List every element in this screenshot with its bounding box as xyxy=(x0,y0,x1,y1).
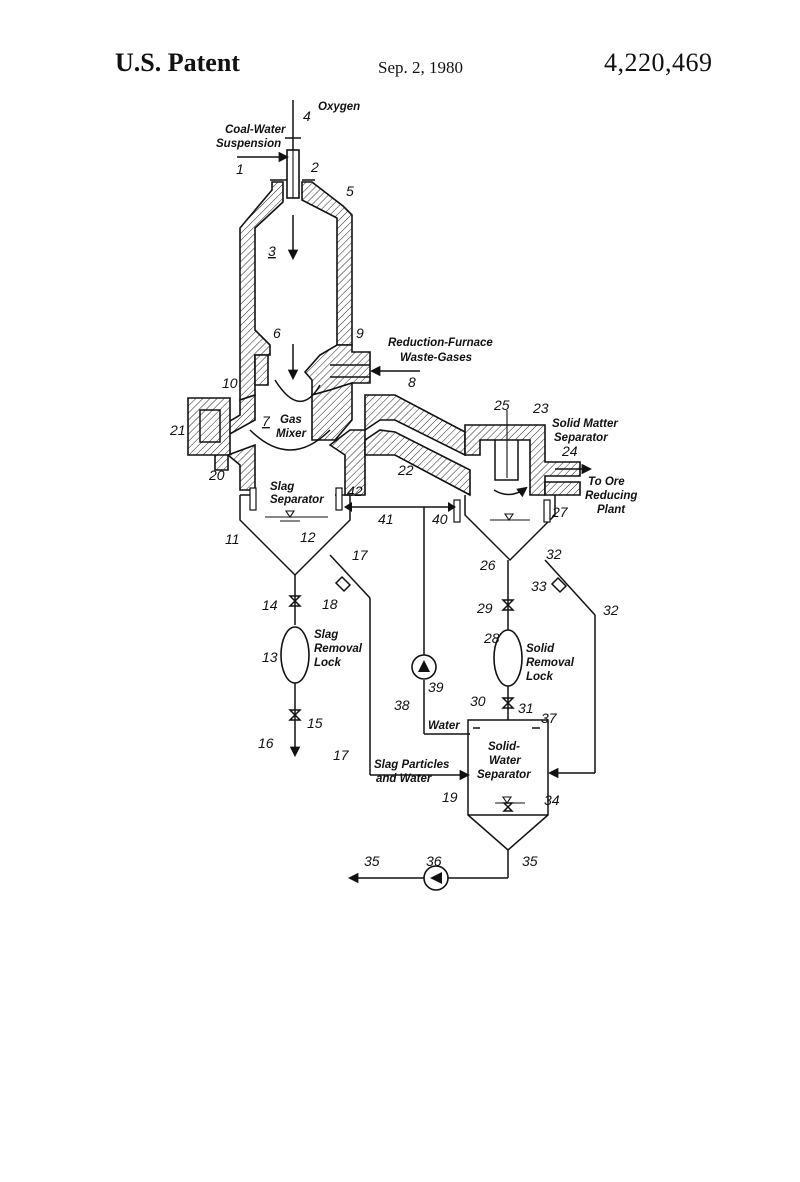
label-to-ore-1: To Ore xyxy=(588,476,625,488)
label-sw-sep-3: Separator xyxy=(477,769,531,781)
ref-16: 16 xyxy=(258,735,274,751)
label-slag-sep-2: Separator xyxy=(270,494,324,506)
ref-20: 20 xyxy=(208,467,225,483)
ref-41: 41 xyxy=(378,511,394,527)
ref-35-right: 35 xyxy=(522,853,538,869)
ref-33: 33 xyxy=(531,578,547,594)
ref-14: 14 xyxy=(262,597,278,613)
ref-1: 1 xyxy=(236,161,244,177)
solid-water-separator xyxy=(347,719,549,884)
ref-21: 21 xyxy=(169,422,186,438)
label-slag-lock-2: Removal xyxy=(314,643,363,655)
ref-39: 39 xyxy=(428,679,444,695)
pump-36 xyxy=(423,865,449,891)
ref-37: 37 xyxy=(541,710,558,726)
label-slag-particles-2: and Water xyxy=(376,773,432,785)
ref-28: 28 xyxy=(483,630,500,646)
ref-38: 38 xyxy=(394,697,410,713)
gasifier-reactor xyxy=(239,179,371,402)
ref-22: 22 xyxy=(397,462,414,478)
ref-35-left: 35 xyxy=(364,853,380,869)
label-solid-lock-1: Solid xyxy=(526,643,555,655)
ref-25: 25 xyxy=(493,397,510,413)
gas-mixer xyxy=(187,379,366,496)
ref-9: 9 xyxy=(356,325,364,341)
ref-40: 40 xyxy=(432,511,448,527)
label-solid-lock-3: Lock xyxy=(526,671,553,683)
ref-32-top: 32 xyxy=(546,546,562,562)
label-solid-matter-1: Solid Matter xyxy=(552,418,618,430)
patent-number: 4,220,469 xyxy=(604,48,713,77)
solid-matter-separator xyxy=(453,410,593,562)
ref-7: 7 xyxy=(262,413,271,429)
line-32 xyxy=(544,559,596,779)
ref-17-bottom: 17 xyxy=(333,747,350,763)
label-solid-matter-2: Separator xyxy=(554,432,608,444)
pump-39 xyxy=(411,654,437,680)
header-date: Sep. 2, 1980 xyxy=(378,58,463,77)
ref-23: 23 xyxy=(532,400,549,416)
duct-22 xyxy=(364,394,471,497)
label-reduction-2: Waste-Gases xyxy=(400,352,472,364)
label-solid-lock-2: Removal xyxy=(526,657,575,669)
label-gas-mixer-1: Gas xyxy=(280,414,302,426)
label-coal-water-1: Coal-Water xyxy=(225,124,286,136)
ref-6: 6 xyxy=(273,325,281,341)
ref-26: 26 xyxy=(479,557,496,573)
ref-2: 2 xyxy=(310,159,319,175)
water-line xyxy=(344,502,470,735)
label-reduction-1: Reduction-Furnace xyxy=(388,337,493,349)
label-coal-water-2: Suspension xyxy=(216,138,281,150)
ref-3: 3 xyxy=(268,243,276,259)
label-slag-particles-1: Slag Particles xyxy=(374,759,449,771)
slag-particles-line xyxy=(329,554,471,781)
ref-4: 4 xyxy=(303,108,311,124)
label-to-ore-3: Plant xyxy=(597,504,626,516)
ref-19: 19 xyxy=(442,789,458,805)
ref-29: 29 xyxy=(476,600,493,616)
label-slag-lock-1: Slag xyxy=(314,629,338,641)
ref-34: 34 xyxy=(544,792,560,808)
ref-31: 31 xyxy=(518,700,534,716)
header-title: U.S. Patent xyxy=(115,48,240,77)
ref-17-top: 17 xyxy=(352,547,369,563)
solid-removal-line xyxy=(493,560,523,720)
label-oxygen: Oxygen xyxy=(318,101,360,113)
slag-removal-line xyxy=(280,575,310,758)
burner xyxy=(237,100,301,381)
ref-5: 5 xyxy=(346,183,354,199)
ref-32-bottom: 32 xyxy=(603,602,619,618)
ref-15: 15 xyxy=(307,715,323,731)
ref-36: 36 xyxy=(426,853,442,869)
ref-27: 27 xyxy=(551,504,569,520)
label-to-ore-2: Reducing xyxy=(585,490,637,502)
ref-10: 10 xyxy=(222,375,238,391)
ref-18: 18 xyxy=(322,596,338,612)
label-slag-lock-3: Lock xyxy=(314,657,341,669)
label-slag-sep-1: Slag xyxy=(270,481,294,493)
label-sw-sep-2: Water xyxy=(489,755,521,767)
label-gas-mixer-2: Mixer xyxy=(276,428,307,440)
ref-13: 13 xyxy=(262,649,278,665)
ref-12: 12 xyxy=(300,529,316,545)
ref-24: 24 xyxy=(561,443,578,459)
ref-42: 42 xyxy=(347,483,363,499)
ref-8: 8 xyxy=(408,374,416,390)
ref-11: 11 xyxy=(225,531,240,547)
label-water: Water xyxy=(428,720,460,732)
ref-30: 30 xyxy=(470,693,486,709)
label-sw-sep-1: Solid- xyxy=(488,741,520,753)
